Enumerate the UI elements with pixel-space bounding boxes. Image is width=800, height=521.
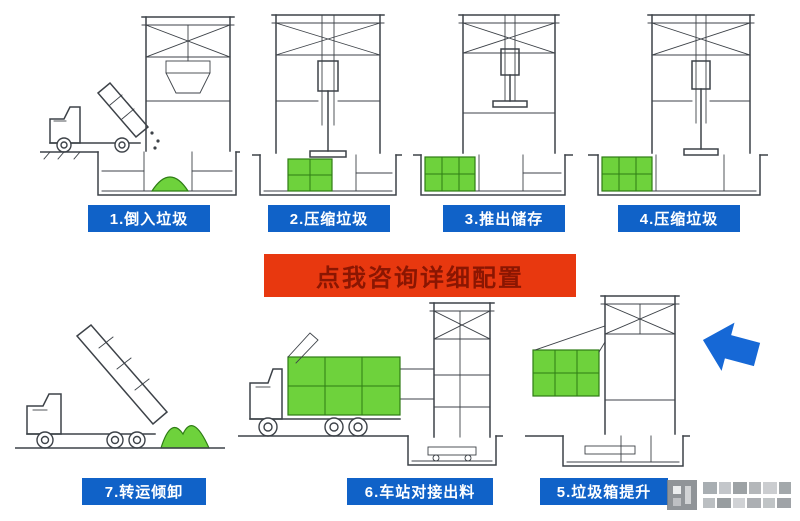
step-6-diagram: [238, 295, 503, 470]
step-2-diagram: [252, 5, 402, 201]
left-arrow-icon: [691, 307, 768, 387]
watermark-logo: [665, 474, 800, 516]
step-3-label: 3.推出储存: [443, 205, 565, 232]
consult-cta-banner[interactable]: 点我咨询详细配置: [264, 254, 576, 297]
step-2-label: 2.压缩垃圾: [268, 205, 390, 232]
step-3-diagram: [413, 5, 573, 201]
step-4-label: 4.压缩垃圾: [618, 205, 740, 232]
step-1-label: 1.倒入垃圾: [88, 205, 210, 232]
step-1-diagram: [40, 5, 240, 201]
step-5-diagram: [525, 290, 690, 470]
step-4-diagram: [588, 5, 768, 201]
step-7-label: 7.转运倾卸: [82, 478, 206, 505]
step-7-diagram: [15, 298, 225, 463]
step-5-label: 5.垃圾箱提升: [540, 478, 668, 505]
step-6-label: 6.车站对接出料: [347, 478, 493, 505]
